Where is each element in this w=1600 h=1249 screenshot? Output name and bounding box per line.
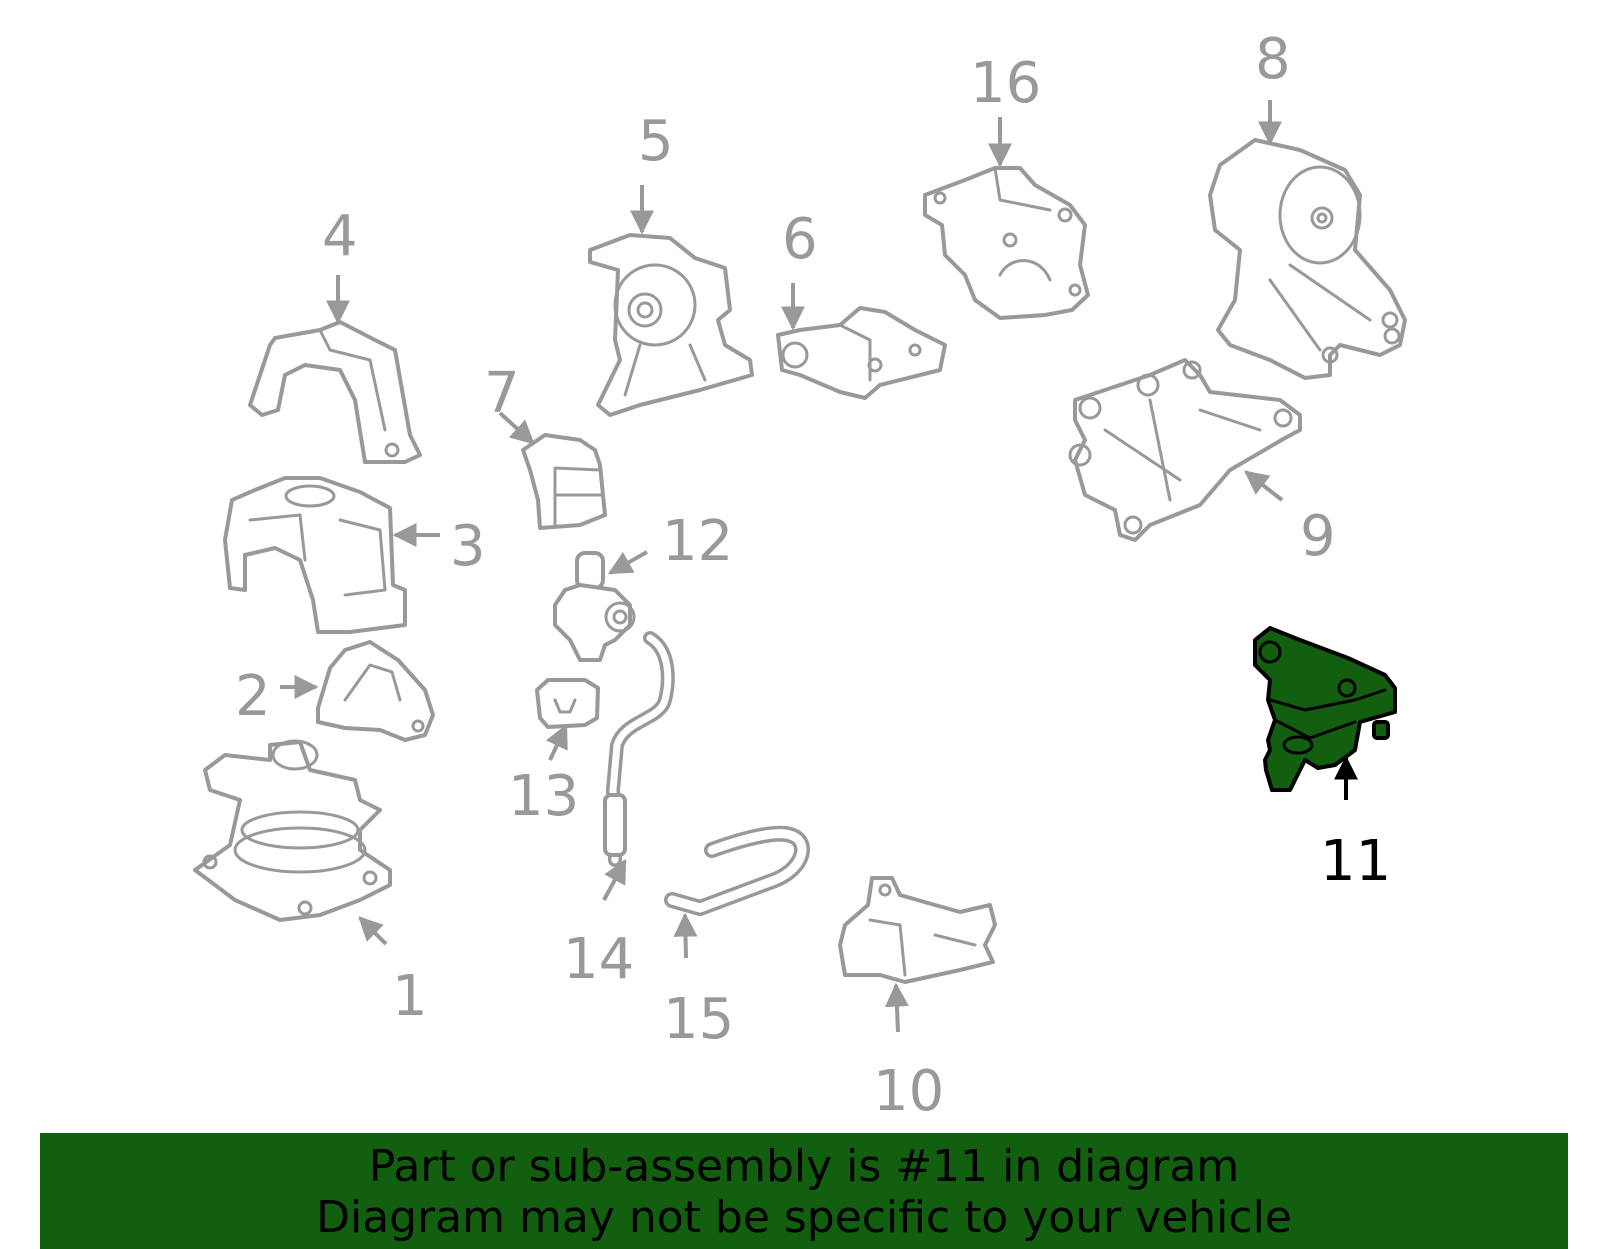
part-5-mount[interactable] bbox=[588, 233, 754, 417]
banner-line-disclaimer: Diagram may not be specific to your vehi… bbox=[316, 1192, 1292, 1243]
callout-12: 12 bbox=[662, 509, 733, 574]
part-2-mount[interactable] bbox=[316, 640, 435, 742]
part-11-mount-bracket-highlighted[interactable] bbox=[1253, 626, 1397, 792]
banner-line-part: Part or sub-assembly is #11 in diagram bbox=[368, 1141, 1240, 1192]
part-15-hose[interactable] bbox=[664, 825, 810, 916]
part-16-mount[interactable] bbox=[923, 166, 1090, 320]
callout-4: 4 bbox=[322, 204, 358, 269]
callout-16: 16 bbox=[970, 51, 1041, 116]
callout-3: 3 bbox=[450, 514, 486, 579]
callout-6: 6 bbox=[782, 207, 818, 272]
callout-11: 11 bbox=[1320, 829, 1391, 894]
part-12-valve[interactable] bbox=[553, 551, 636, 662]
part-13-cushion[interactable] bbox=[535, 678, 600, 729]
part-9-bracket[interactable] bbox=[1068, 358, 1302, 542]
part-14-vacuum-hose[interactable] bbox=[603, 631, 675, 867]
callout-5: 5 bbox=[638, 109, 674, 174]
callout-1: 1 bbox=[392, 964, 428, 1029]
callout-9: 9 bbox=[1300, 504, 1336, 569]
part-4-bracket[interactable] bbox=[248, 320, 422, 464]
part-10-mount[interactable] bbox=[838, 876, 997, 984]
callout-7: 7 bbox=[484, 361, 520, 426]
part-info-banner: Part or sub-assembly is #11 in diagram D… bbox=[40, 1133, 1568, 1249]
callout-8: 8 bbox=[1255, 27, 1291, 92]
part-1-engine-mount[interactable] bbox=[193, 739, 392, 922]
callout-13: 13 bbox=[508, 764, 579, 829]
part-6-bracket[interactable] bbox=[776, 306, 947, 400]
callout-10: 10 bbox=[873, 1059, 944, 1124]
callout-15: 15 bbox=[663, 987, 734, 1052]
part-7-stopper[interactable] bbox=[521, 433, 607, 530]
part-8-mount[interactable] bbox=[1208, 138, 1407, 380]
banner-background bbox=[40, 1133, 1568, 1249]
part-3-mount-bracket[interactable] bbox=[223, 476, 407, 634]
callout-2: 2 bbox=[235, 664, 271, 729]
callout-14: 14 bbox=[563, 927, 634, 992]
